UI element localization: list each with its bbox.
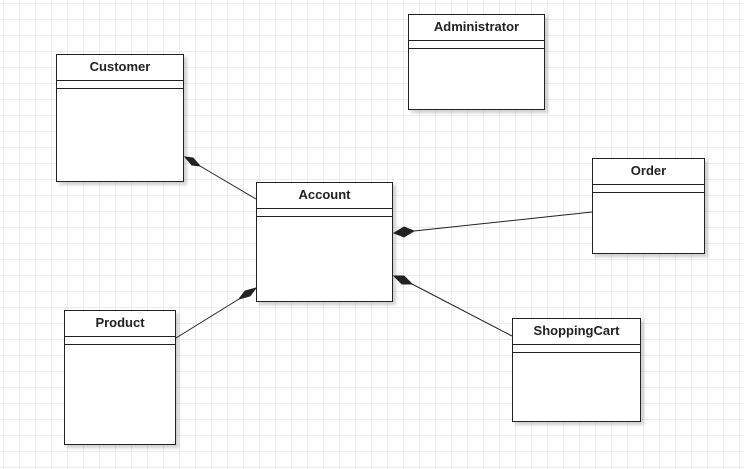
methods-compartment[interactable] [593,193,704,253]
association-account-shoppingcart[interactable] [392,275,513,337]
association-customer-account[interactable] [183,156,257,200]
composition-diamond [237,287,258,300]
association-line [199,165,257,200]
class-order[interactable]: Order [592,158,705,254]
methods-compartment[interactable] [65,345,175,444]
composition-diamond [392,226,416,238]
attributes-compartment[interactable] [593,185,704,193]
class-name[interactable]: Order [593,159,704,185]
class-product[interactable]: Product [64,310,176,445]
association-line [413,211,593,232]
class-name[interactable]: Administrator [409,15,544,41]
attributes-compartment[interactable] [513,345,640,353]
class-customer[interactable]: Customer [56,54,184,182]
methods-compartment[interactable] [409,49,544,109]
class-shoppingcart[interactable]: ShoppingCart [512,318,641,422]
methods-compartment[interactable] [57,89,183,181]
association-line [175,298,240,339]
class-name[interactable]: ShoppingCart [513,319,640,345]
composition-diamond [183,156,202,167]
class-name[interactable]: Account [257,183,392,209]
association-account-product[interactable] [175,287,258,339]
class-administrator[interactable]: Administrator [408,14,545,110]
attributes-compartment[interactable] [65,337,175,345]
class-name[interactable]: Product [65,311,175,337]
association-line [411,283,513,337]
class-account[interactable]: Account [256,182,393,302]
methods-compartment[interactable] [257,217,392,301]
composition-diamond [392,275,414,285]
association-account-order[interactable] [392,211,593,238]
methods-compartment[interactable] [513,353,640,421]
attributes-compartment[interactable] [257,209,392,217]
attributes-compartment[interactable] [57,81,183,89]
class-name[interactable]: Customer [57,55,183,81]
attributes-compartment[interactable] [409,41,544,49]
